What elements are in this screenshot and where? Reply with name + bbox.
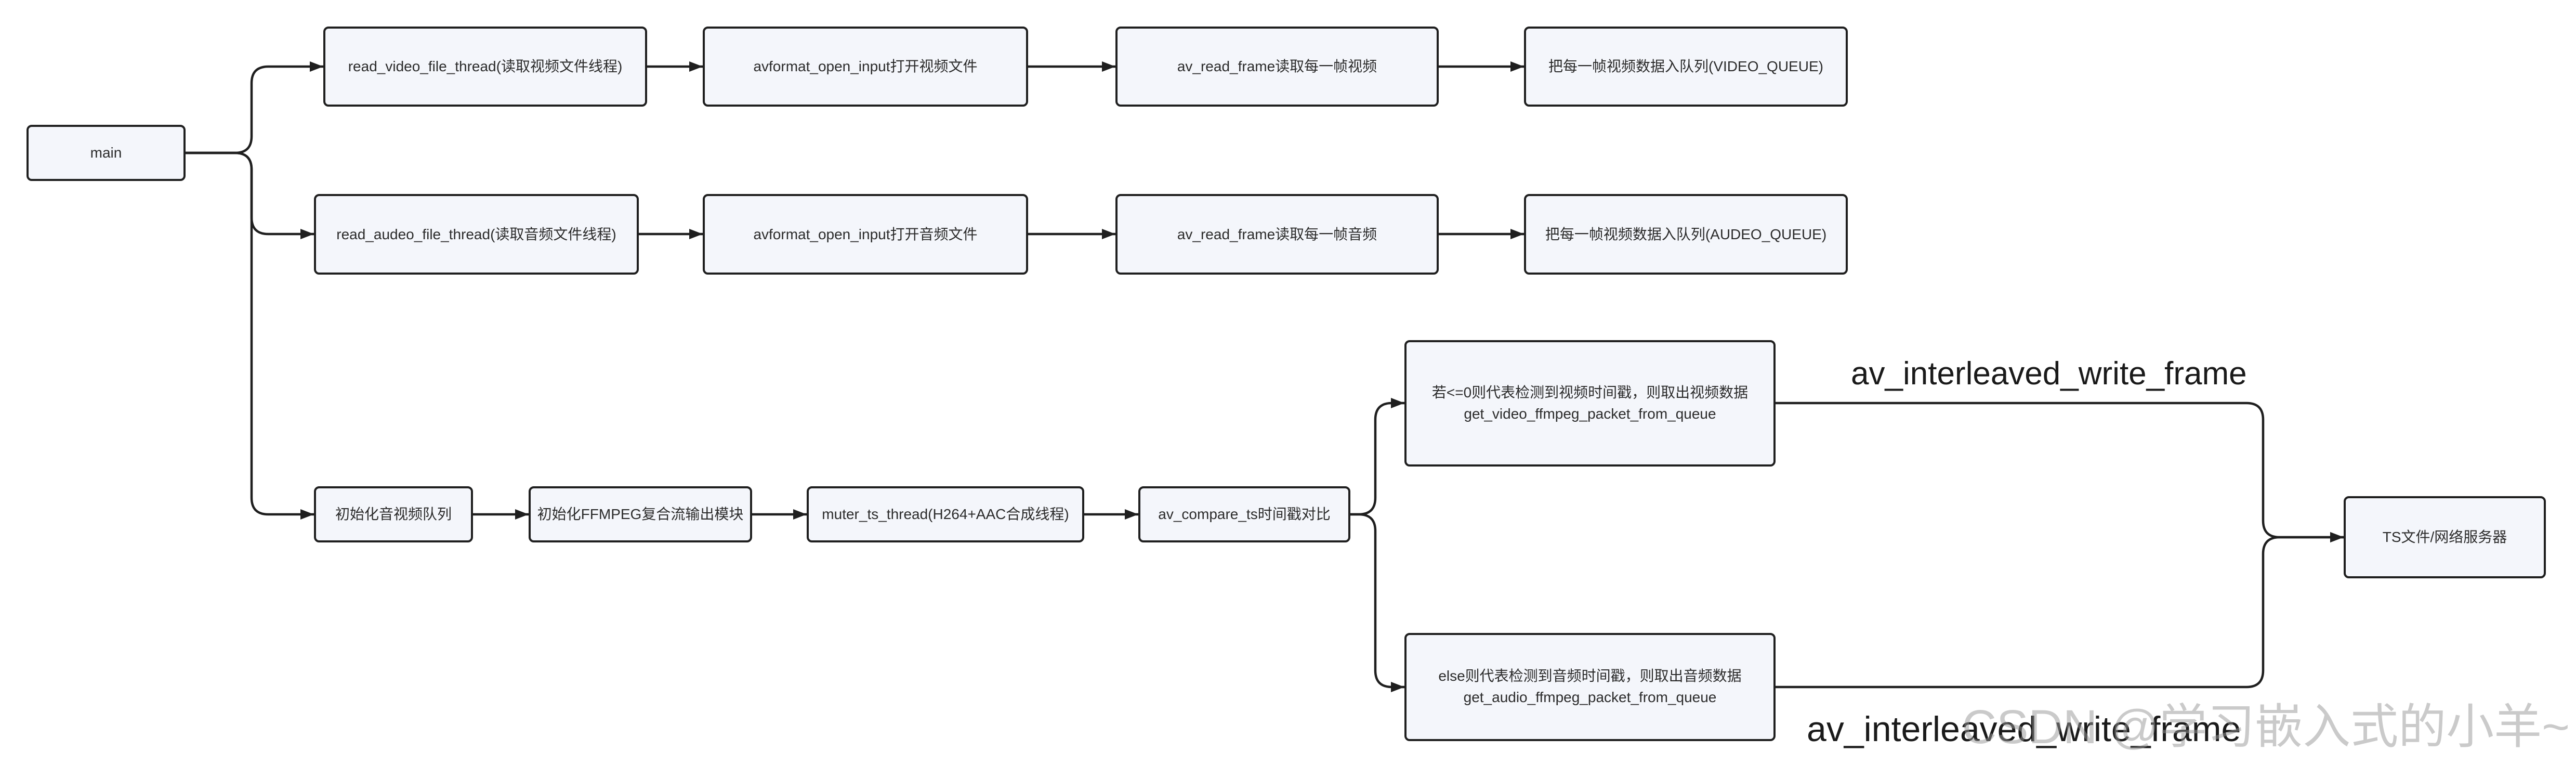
node-enqueue-video: 把每一帧视频数据入队列(VIDEO_QUEUE)	[1524, 27, 1848, 107]
node-audio-branch: else则代表检测到音频时间戳，则取出音频数据 get_audio_ffmpeg…	[1404, 633, 1776, 741]
node-label: 初始化音视频队列	[335, 506, 452, 523]
edge-label-upper: av_interleaved_write_frame	[1851, 356, 2247, 392]
node-label: TS文件/网络服务器	[2382, 529, 2507, 546]
connector-audio-branch-to-output	[1776, 532, 2344, 689]
node-open-audio-input: avformat_open_input打开音频文件	[703, 194, 1028, 275]
node-label: read_audeo_file_thread(读取音频文件线程)	[336, 226, 616, 242]
edge-label-lower: av_interleaved_write_frame	[1807, 709, 2241, 749]
node-enqueue-audio: 把每一帧视频数据入队列(AUDEO_QUEUE)	[1524, 194, 1848, 275]
node-init-ffmpeg-muxer: 初始化FFMPEG复合流输出模块	[529, 486, 752, 542]
node-open-video-input: avformat_open_input打开视频文件	[703, 27, 1028, 107]
connector-compare-to-audio-branch	[1350, 513, 1404, 692]
node-label: 把每一帧视频数据入队列(AUDEO_QUEUE)	[1545, 226, 1827, 242]
connector-video-branch-to-output	[1776, 402, 2344, 542]
node-label: avformat_open_input打开音频文件	[753, 226, 978, 242]
node-label: 把每一帧视频数据入队列(VIDEO_QUEUE)	[1548, 58, 1823, 75]
node-compare-ts: av_compare_ts时间戳对比	[1138, 486, 1350, 542]
node-main-label: main	[90, 145, 122, 161]
node-read-audio-file-thread: read_audeo_file_thread(读取音频文件线程)	[314, 194, 639, 275]
connector-main-to-video-thread	[186, 61, 323, 154]
node-muter-ts-thread: muter_ts_thread(H264+AAC合成线程)	[807, 486, 1084, 542]
node-ts-output: TS文件/网络服务器	[2344, 496, 2546, 578]
connector-compare-to-video-branch	[1350, 398, 1404, 516]
node-init-queues: 初始化音视频队列	[314, 486, 473, 542]
node-label: av_compare_ts时间戳对比	[1158, 506, 1331, 523]
node-read-audio-frame: av_read_frame读取每一帧音频	[1115, 194, 1439, 275]
node-label-line2: get_audio_ffmpeg_packet_from_queue	[1463, 689, 1717, 705]
connector-main-to-init-queue	[186, 151, 314, 520]
node-label-line2: get_video_ffmpeg_packet_from_queue	[1464, 405, 1716, 422]
node-read-video-frame: av_read_frame读取每一帧视频	[1115, 27, 1439, 107]
node-label: av_read_frame读取每一帧音频	[1177, 226, 1377, 242]
connector-main-to-audio-thread	[186, 151, 314, 239]
node-label-line1: 若<=0则代表检测到视频时间戳，则取出视频数据	[1431, 384, 1749, 400]
node-label-line1: else则代表检测到音频时间戳，则取出音频数据	[1438, 668, 1742, 684]
node-main: main	[27, 125, 186, 181]
node-read-video-file-thread: read_video_file_thread(读取视频文件线程)	[323, 27, 647, 107]
node-label: avformat_open_input打开视频文件	[753, 58, 978, 75]
node-label: av_read_frame读取每一帧视频	[1177, 58, 1377, 75]
node-label: read_video_file_thread(读取视频文件线程)	[348, 58, 623, 75]
node-label: 初始化FFMPEG复合流输出模块	[537, 506, 744, 523]
node-label: muter_ts_thread(H264+AAC合成线程)	[822, 506, 1069, 523]
node-video-branch: 若<=0则代表检测到视频时间戳，则取出视频数据 get_video_ffmpeg…	[1404, 340, 1776, 467]
